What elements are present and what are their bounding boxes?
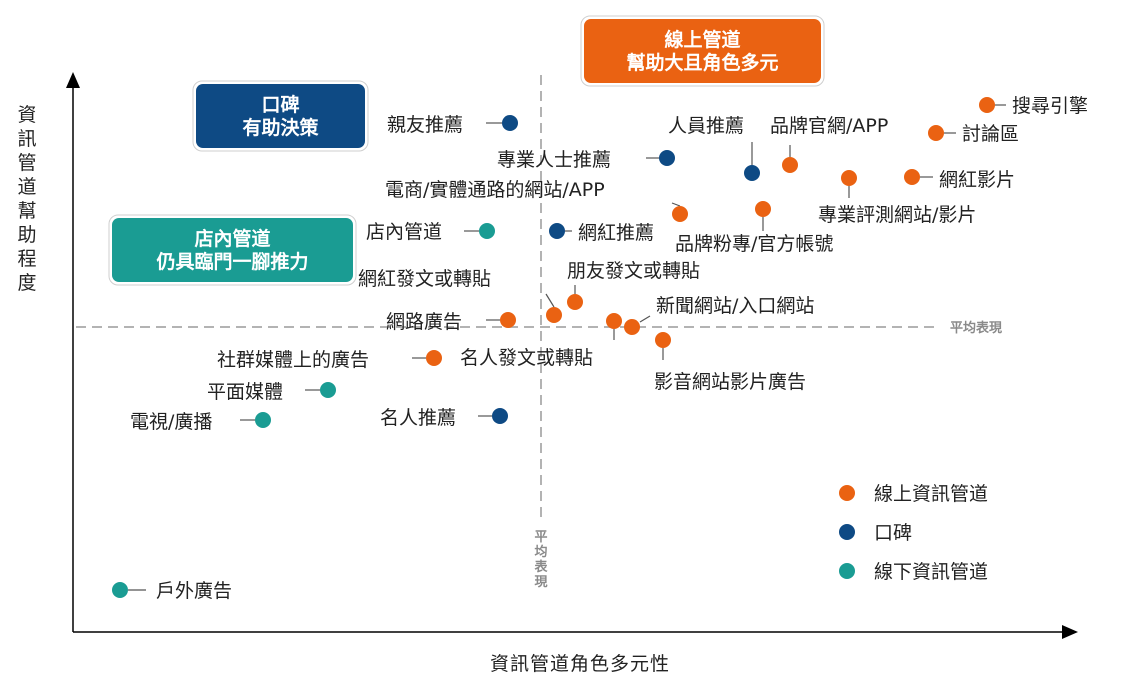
y-axis-title-char: 助 (17, 224, 36, 246)
average-label-vertical-char: 現 (534, 575, 547, 590)
data-point (979, 97, 995, 113)
data-point (744, 165, 760, 181)
callout-text: 線上管道 (664, 28, 740, 51)
data-point (624, 319, 640, 335)
point-label: 專業人士推薦 (497, 149, 611, 171)
legend-swatch (839, 563, 855, 579)
point-label: 平面媒體 (207, 381, 283, 403)
callout-text: 仍具臨門一腳推力 (156, 250, 308, 273)
legend-item: 線下資訊管道 (839, 561, 988, 583)
point-label: 人員推薦 (668, 115, 744, 137)
point-label: 品牌官網/APP (770, 115, 888, 137)
data-point (606, 313, 622, 329)
point-label: 戶外廣告 (156, 580, 232, 602)
point-label: 朋友發文或轉貼 (567, 260, 700, 282)
data-point (782, 157, 798, 173)
data-point (655, 332, 671, 348)
data-point (426, 350, 442, 366)
y-axis-title-char: 管 (17, 152, 36, 174)
data-point (500, 312, 516, 328)
data-point (659, 150, 675, 166)
data-point (904, 169, 920, 185)
callout-box-fill (196, 84, 365, 148)
y-axis-title-char: 道 (17, 176, 36, 198)
y-axis-title-char: 幫 (17, 200, 36, 222)
y-axis-title-char: 程 (17, 248, 36, 270)
legend-swatch (839, 524, 855, 540)
data-point (112, 582, 128, 598)
callout-text: 口碑 (261, 93, 299, 116)
y-axis-title-char: 訊 (17, 128, 36, 150)
legend-item: 口碑 (839, 522, 912, 544)
legend-label: 線上資訊管道 (874, 483, 988, 505)
average-label-vertical-char: 表 (533, 559, 548, 575)
average-label-vertical-char: 均 (534, 544, 547, 560)
data-point (841, 170, 857, 186)
data-point (320, 382, 336, 398)
data-point (546, 307, 562, 323)
callout-text: 店內管道 (194, 227, 270, 250)
point-label: 親友推薦 (387, 114, 463, 136)
point-label: 網路廣告 (386, 311, 462, 333)
callout-text: 幫助大且角色多元 (626, 51, 778, 74)
data-point (549, 223, 565, 239)
average-label-vertical-char: 平 (534, 530, 547, 545)
point-label: 網紅發文或轉貼 (358, 268, 491, 290)
x-axis-title: 資訊管道角色多元性 (490, 653, 670, 675)
y-axis-title-char: 資 (17, 104, 36, 126)
callout-text: 有助決策 (242, 116, 319, 139)
point-label: 品牌粉專/官方帳號 (675, 233, 833, 255)
point-label: 搜尋引擎 (1012, 95, 1088, 117)
legend-item: 線上資訊管道 (839, 483, 988, 505)
point-label: 影音網站影片廣告 (654, 371, 806, 393)
connectors (128, 104, 1006, 591)
point-label: 專業評測網站/影片 (818, 204, 976, 226)
data-point (567, 294, 583, 310)
legend-swatch (839, 485, 855, 501)
point-connector (639, 315, 651, 323)
callout-box-fill (112, 218, 353, 282)
point-label: 名人推薦 (380, 407, 456, 429)
point-label: 電視/廣播 (130, 411, 212, 433)
point-label: 網紅影片 (939, 169, 1015, 191)
point-connector (671, 202, 681, 207)
callout-box-fill (584, 19, 821, 83)
data-point (479, 223, 495, 239)
x-axis-arrow-icon (1062, 625, 1078, 639)
point-label: 社群媒體上的廣告 (217, 349, 369, 371)
point-label: 店內管道 (366, 221, 442, 243)
average-label-horizontal: 平均表現 (950, 320, 1002, 336)
point-label: 討論區 (962, 123, 1019, 145)
point-label: 新聞網站/入口網站 (656, 295, 814, 317)
point-label: 網紅推薦 (578, 222, 654, 244)
legend-label: 口碑 (874, 522, 912, 544)
point-connector (545, 293, 555, 308)
data-points (112, 97, 995, 598)
point-label: 名人發文或轉貼 (460, 347, 593, 369)
data-point (255, 412, 271, 428)
point-label: 電商/實體通路的網站/APP (385, 179, 605, 201)
data-point (928, 125, 944, 141)
data-point (492, 408, 508, 424)
data-point (502, 115, 518, 131)
y-axis-arrow-icon (66, 72, 80, 88)
data-point (755, 201, 771, 217)
data-point (672, 206, 688, 222)
legend-label: 線下資訊管道 (874, 561, 988, 583)
y-axis-title-char: 度 (17, 272, 36, 294)
